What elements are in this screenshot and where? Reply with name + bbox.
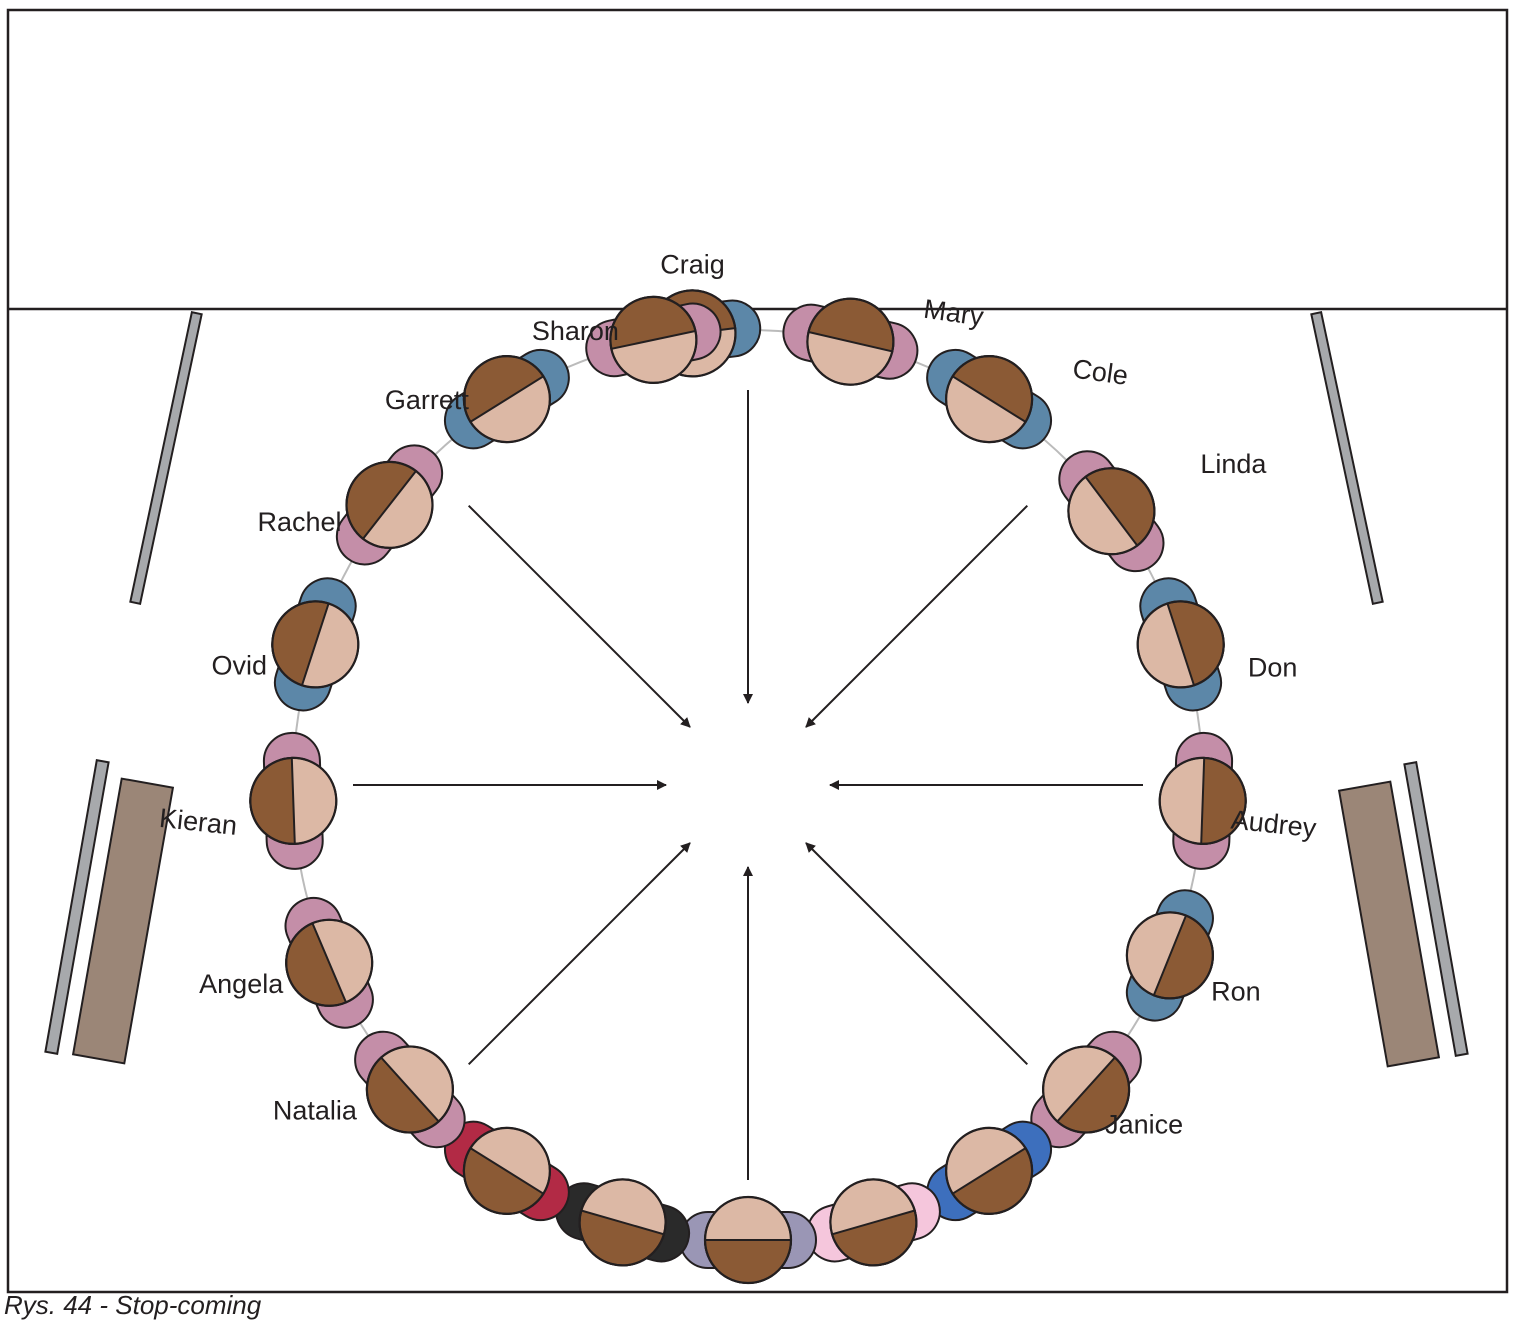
person-kieran [249,731,338,870]
name-labels: CraigMaryColeLindaDonAudreyRonJaniceNata… [158,249,1318,1139]
arrows-to-center [353,390,1143,1180]
person-8 [926,1120,1053,1222]
label-sharon: Sharon [532,316,619,346]
head-outline [1041,1045,1131,1134]
arrow-1 [805,842,1029,1066]
label-ron: Ron [1211,976,1261,1006]
label-don: Don [1248,652,1298,682]
head-outline [462,1126,551,1216]
person-ovid [271,577,360,712]
label-rachel: Rachel [257,507,341,537]
room-frame [6,8,1509,1294]
head-outline [462,355,551,444]
arrow-3 [467,842,691,1066]
label-angela: Angela [199,969,284,999]
person-don [1136,577,1225,712]
label-garrett: Garrett [385,385,470,415]
left-rail [44,759,110,1055]
head-outline [806,297,895,386]
head-outline [365,1045,454,1134]
person-ron [1125,889,1215,1022]
head-outline [1067,467,1156,556]
label-craig: Craig [660,249,725,279]
head-outline [578,1178,667,1267]
label-ovid: Ovid [212,650,268,680]
head-outline [829,1178,918,1267]
head-outline [944,355,1034,444]
head-outline [271,600,360,689]
figure-caption: Rys. 44 - Stop-coming [4,1290,262,1320]
person-11 [555,1178,691,1267]
person-cole [926,348,1053,450]
head-outline [345,460,434,549]
person-12 [443,1120,570,1222]
head-outline [1158,756,1247,846]
head-outline [285,918,374,1007]
label-natalia: Natalia [273,1096,358,1126]
person-garrett [443,348,570,450]
person-10 [679,1195,817,1285]
person-audrey [1158,731,1247,870]
person-natalia [354,1030,466,1149]
person-sharon [585,295,722,384]
right-bench [1337,780,1441,1068]
head-outline [703,1195,793,1285]
person-janice [1030,1030,1142,1149]
person-mary [782,297,919,386]
left-bench [71,777,175,1065]
head-outline [609,295,698,384]
left-upper-rail [129,311,203,605]
person-angela [284,896,374,1029]
people-circle [249,289,1247,1285]
person-9 [805,1178,941,1267]
label-linda: Linda [1200,449,1267,479]
head-outline [249,756,338,846]
head-outline [944,1126,1034,1216]
right-rail [1403,761,1469,1057]
person-linda [1058,450,1165,573]
arrow-7 [805,504,1029,728]
person-rachel [335,444,444,566]
label-janice: Janice [1105,1110,1183,1140]
head-outline [1136,600,1225,689]
arrow-5 [467,504,691,728]
right-upper-rail [1310,311,1384,605]
head-outline [1125,911,1215,1000]
